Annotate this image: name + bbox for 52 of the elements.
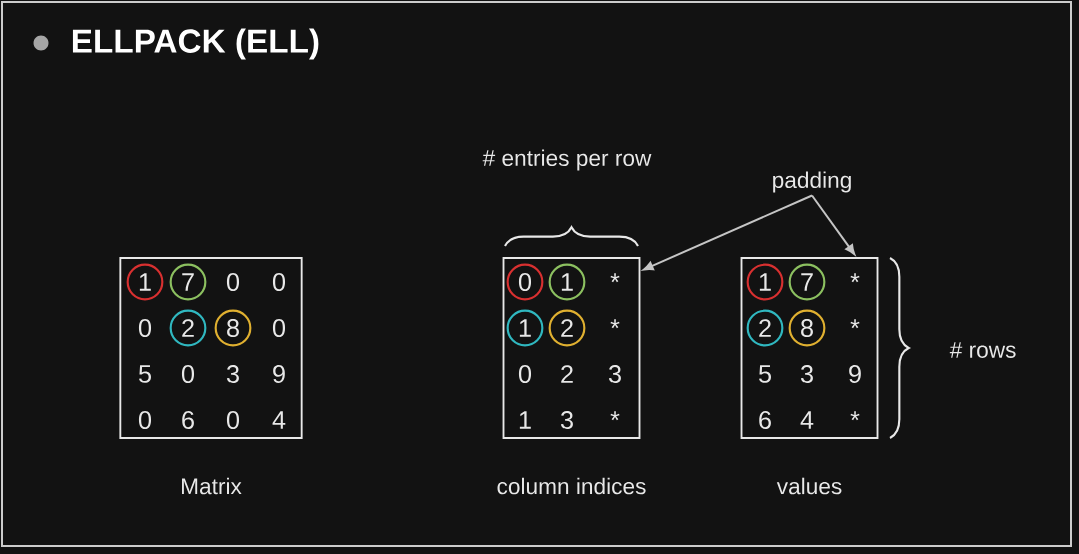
matrix-caption: Matrix bbox=[182, 477, 242, 495]
matrix-entry: 3 bbox=[608, 365, 621, 383]
matrix-box bbox=[119, 257, 303, 439]
circled-entry: 1 bbox=[548, 263, 586, 301]
matrix-entry: 0 bbox=[272, 273, 286, 291]
matrix-entry: * bbox=[850, 411, 860, 421]
matrix-entry: 1 bbox=[519, 411, 531, 429]
circled-entry: 1 bbox=[746, 263, 784, 301]
circled-entry: 2 bbox=[548, 309, 586, 347]
circled-entry: 7 bbox=[788, 263, 826, 301]
matrix-entry: 3 bbox=[226, 365, 239, 383]
matrix-caption: values bbox=[776, 477, 842, 495]
brace-label: # entries per row bbox=[482, 149, 652, 171]
matrix-entry: 0 bbox=[226, 411, 240, 429]
matrix-entry: 4 bbox=[800, 411, 814, 429]
matrix-entry: 0 bbox=[518, 365, 532, 383]
matrix-caption: column indices bbox=[497, 477, 646, 495]
brace-label: # rows bbox=[949, 342, 1016, 358]
circled-entry: 0 bbox=[506, 263, 544, 301]
arrow bbox=[811, 194, 856, 255]
matrix-entry: 0 bbox=[138, 319, 152, 337]
matrix-entry: * bbox=[610, 273, 620, 283]
matrix-entry: 5 bbox=[758, 365, 771, 383]
matrix-entry: * bbox=[850, 319, 860, 329]
circled-entry: 7 bbox=[169, 263, 207, 301]
title: ELLPACK (ELL) bbox=[72, 28, 319, 60]
matrix-entry: 0 bbox=[138, 411, 152, 429]
matrix-entry: 3 bbox=[560, 411, 573, 429]
arrow bbox=[643, 194, 813, 271]
circled-entry: 8 bbox=[788, 309, 826, 347]
circled-entry: 2 bbox=[169, 309, 207, 347]
matrix-entry: * bbox=[850, 273, 860, 283]
matrix-entry: 9 bbox=[849, 365, 861, 383]
matrix-entry: 5 bbox=[138, 365, 151, 383]
circled-entry: 1 bbox=[506, 309, 544, 347]
matrix-entry: * bbox=[610, 411, 620, 421]
matrix-box bbox=[740, 257, 879, 439]
matrix-entry: 0 bbox=[272, 319, 286, 337]
matrix-entry: * bbox=[610, 319, 620, 329]
matrix-entry: 3 bbox=[800, 365, 813, 383]
matrix-entry: 0 bbox=[181, 365, 195, 383]
matrix-entry: 6 bbox=[182, 411, 194, 429]
circled-entry: 8 bbox=[214, 309, 252, 347]
matrix-entry: 6 bbox=[759, 411, 771, 429]
circled-entry: 2 bbox=[746, 309, 784, 347]
callout-text: padding bbox=[773, 171, 851, 193]
matrix-entry: 9 bbox=[273, 365, 285, 383]
matrix-entry: 0 bbox=[226, 273, 240, 291]
matrix-box bbox=[502, 257, 641, 439]
matrix-entry: 2 bbox=[561, 365, 573, 383]
circled-entry: 1 bbox=[126, 263, 164, 301]
matrix-entry: 4 bbox=[272, 411, 286, 429]
